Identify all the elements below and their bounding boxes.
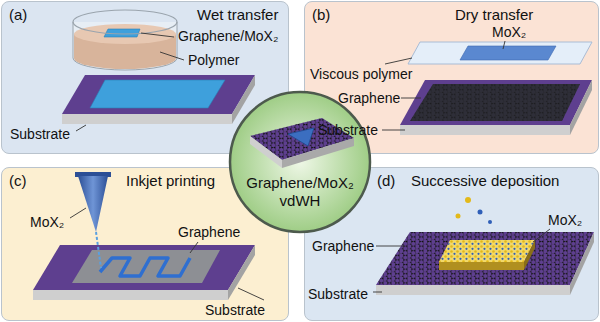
part-label: MoX₂: [548, 212, 582, 228]
leader-line: [70, 208, 264, 300]
part-label: Substrate: [205, 302, 265, 318]
part-label: Substrate: [318, 122, 378, 138]
leader-line: [76, 33, 184, 131]
leader-line: [382, 41, 505, 130]
part-label: Graphene: [312, 238, 374, 254]
substrate: [62, 75, 255, 124]
part-label: MoX₂: [30, 214, 64, 230]
inkjet-nozzle: [75, 172, 111, 268]
substrate: [376, 232, 594, 295]
circle-label: Graphene/MoX₂ vdWH: [242, 174, 358, 210]
part-label: Substrate: [10, 126, 70, 142]
part-label: Viscous polymer: [310, 66, 412, 82]
panel-title: Dry transfer: [455, 6, 533, 24]
panel-letter: (d): [377, 172, 395, 190]
leader-line: [373, 229, 550, 292]
part-label: Substrate: [308, 286, 368, 302]
panel-title: Inkjet printing: [126, 172, 215, 190]
substrate: [400, 80, 592, 135]
part-label: Graphene: [338, 90, 400, 106]
part-label: MoX₂: [492, 24, 526, 40]
panel-letter: (c): [9, 172, 27, 190]
petri-dish: [73, 10, 177, 70]
center-circle: Graphene/MoX₂ vdWH: [228, 90, 372, 234]
part-label: Polymer: [188, 52, 239, 68]
panel-title: Wet transfer: [197, 6, 278, 24]
mox2-crystal: [439, 197, 535, 270]
panel-letter: (b): [312, 6, 330, 24]
viscous-polymer-sheet: [408, 42, 592, 64]
part-label: Graphene/MoX₂: [178, 28, 278, 44]
panel-title: Successive deposition: [411, 172, 559, 190]
circle-outline: [228, 90, 372, 234]
part-label: Graphene: [178, 224, 240, 240]
substrate: [33, 245, 255, 300]
panel-letter: (a): [9, 6, 27, 24]
